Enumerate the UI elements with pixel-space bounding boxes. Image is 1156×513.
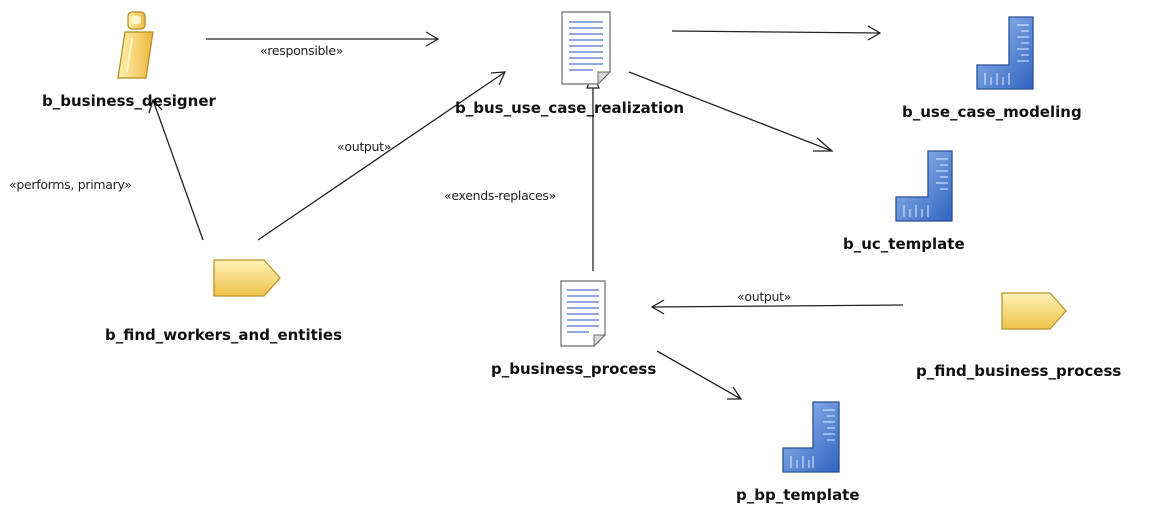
- edge-realization-to-uc-template: [628, 71, 834, 152]
- edge-realization-to-use-case-modeling: [671, 25, 882, 41]
- node-label-find-workers-and-entities[interactable]: b_find_workers_and_entities: [105, 326, 343, 344]
- actor-icon[interactable]: [117, 11, 154, 79]
- ruler-icon[interactable]: [976, 16, 1034, 90]
- edge-output-1: [257, 71, 507, 241]
- edge-responsible: [206, 31, 440, 47]
- edge-performs-primary: [148, 98, 204, 241]
- node-label-business-designer[interactable]: b_business_designer: [42, 92, 216, 110]
- task-icon[interactable]: [213, 259, 281, 297]
- edge-label-extends-replaces: «exends-replaces»: [444, 188, 556, 203]
- document-icon[interactable]: [560, 280, 607, 348]
- ruler-icon[interactable]: [895, 150, 953, 222]
- edge-label-responsible: «responsible»: [260, 43, 344, 58]
- edge-label-output-2: «output»: [737, 289, 792, 304]
- document-icon[interactable]: [561, 11, 612, 86]
- task-icon[interactable]: [1001, 292, 1067, 330]
- edge-label-output-1: «output»: [337, 139, 392, 154]
- node-label-find-business-process[interactable]: p_find_business_process: [916, 362, 1122, 380]
- node-label-bp-template[interactable]: p_bp_template: [736, 486, 860, 504]
- node-label-uc-template[interactable]: b_uc_template: [843, 235, 965, 253]
- edge-output-2: [650, 299, 904, 315]
- edge-business-process-to-bp-template: [656, 350, 743, 400]
- node-label-use-case-modeling[interactable]: b_use_case_modeling: [902, 103, 1082, 121]
- ruler-icon[interactable]: [782, 401, 840, 473]
- edge-label-performs-primary: «performs, primary»: [9, 177, 132, 192]
- node-label-business-process[interactable]: p_business_process: [491, 360, 657, 378]
- node-label-bus-use-case-realization[interactable]: b_bus_use_case_realization: [455, 99, 685, 117]
